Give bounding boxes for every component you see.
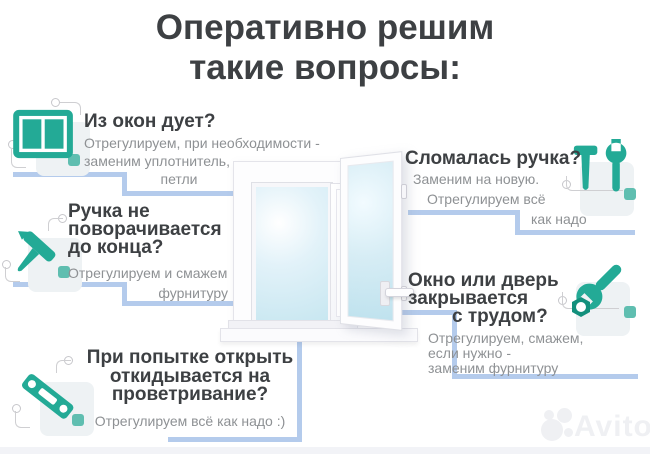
issue-heading-line: до конца? — [68, 237, 164, 258]
window-illustration — [220, 148, 422, 348]
connector-line — [408, 210, 520, 215]
issue-card-tilts-when-opening: При попытке открыть откидывается на пров… — [84, 347, 296, 429]
circuit-wire — [60, 102, 81, 115]
avito-watermark: Avito — [524, 398, 650, 452]
issue-card-hard-to-close: Окно или дверь закрывается с трудом? Отр… — [408, 270, 598, 376]
issue-body-line: петли — [160, 171, 198, 187]
page-title: Оперативно решим такие вопросы: — [0, 8, 650, 88]
page-title-line: Оперативно решим — [155, 8, 495, 47]
issue-heading-line: проветривание? — [111, 384, 269, 405]
hammer-wrench-icon — [573, 139, 627, 192]
connector-line — [122, 282, 127, 306]
connector-line — [122, 301, 235, 306]
issue-heading: Окно или дверь закрывается с трудом? — [408, 270, 598, 327]
issue-heading: Ручка не поворачивается до конца? — [68, 201, 244, 258]
connector-line — [297, 330, 302, 442]
issue-body-line: Отрегулируем всё — [427, 191, 546, 207]
teal-dot — [624, 188, 636, 200]
avito-logo-icon — [564, 428, 573, 437]
issue-heading: Из окон дует? — [84, 111, 216, 132]
circuit-wire — [48, 218, 63, 231]
issue-heading-line: с трудом? — [452, 306, 548, 327]
connector-line — [122, 172, 127, 196]
icon-cluster — [12, 356, 100, 444]
icon-cluster — [560, 136, 648, 224]
issue-body-line: Отрегулируем и смажем — [68, 265, 228, 281]
icon-cluster — [2, 210, 90, 298]
issue-body: Отрегулируем всё как надо :) — [84, 413, 296, 429]
issue-body-line: как надо — [531, 211, 587, 227]
hammer-icon — [17, 231, 56, 272]
icon-cluster — [8, 96, 96, 184]
connector-line — [400, 310, 457, 315]
circuit-node — [51, 98, 60, 107]
spirit-level-icon — [22, 374, 74, 419]
connector-line — [515, 210, 520, 235]
sash-hinge — [401, 184, 407, 199]
issue-body-line: если нужно - — [428, 345, 511, 361]
page-title-line: такие вопросы: — [189, 48, 461, 87]
issue-heading-line: Ручка не — [68, 201, 150, 222]
issue-body-line: заменим фурнитуру — [428, 360, 559, 376]
avito-logo-icon — [541, 419, 563, 441]
issue-heading-line: откидывается на — [109, 365, 271, 387]
avito-logo-icon — [544, 410, 554, 420]
icon-cluster — [556, 256, 644, 344]
issue-card-broken-handle: Сломалась ручка? Заменим на новую. Отрег… — [405, 148, 605, 229]
issue-body-line: Отрегулируем всё как надо :) — [94, 412, 286, 429]
issue-body: Отрегулируем, смажем, если нужно - замен… — [428, 331, 598, 376]
adjustable-wrench-icon — [572, 264, 622, 317]
circuit-wire — [56, 360, 71, 373]
teal-dot — [624, 306, 636, 318]
issue-heading: При попытке открыть откидывается на пров… — [84, 347, 296, 405]
issue-body: Отрегулируем и смажем фурнитуру — [68, 263, 244, 303]
avito-logo-icon — [557, 408, 572, 423]
window-handle — [385, 288, 414, 297]
window-glass — [251, 182, 333, 330]
issue-heading-line: поворачивается — [68, 219, 222, 240]
issue-body: Заменим на новую. Отрегулируем всё как н… — [405, 169, 605, 229]
issue-card-window-draft: Из окон дует? Отрегулируем, при необходи… — [84, 109, 334, 188]
window-icon — [13, 109, 73, 159]
window-sill — [220, 328, 418, 342]
connector-line — [122, 191, 235, 196]
issue-body: Отрегулируем, при необходимости - замени… — [84, 134, 334, 188]
circuit-wire — [11, 149, 26, 168]
teal-dot — [58, 266, 70, 278]
connector-line — [452, 310, 457, 379]
issue-heading-line: При попытке открыть — [86, 347, 294, 368]
issue-body-line: Заменим на новую. — [413, 171, 540, 187]
bottom-band — [0, 447, 650, 454]
avito-wordmark: Avito — [574, 410, 650, 443]
connector-line — [452, 374, 638, 379]
issue-body-line: Отрегулируем, при необходимости - — [84, 135, 320, 151]
connector-line — [515, 230, 635, 235]
issue-body-line: Отрегулируем, смажем, — [428, 330, 584, 346]
issue-card-handle-not-turning: Ручка не поворачивается до конца? Отрегу… — [68, 201, 244, 303]
issue-heading-line: закрывается — [408, 288, 529, 309]
open-sash — [340, 151, 403, 331]
connector-line — [168, 437, 302, 442]
teal-dot — [68, 154, 80, 166]
issue-heading: Сломалась ручка? — [405, 148, 582, 169]
issue-heading-line: Окно или дверь — [408, 270, 559, 291]
circuit-wire — [566, 176, 623, 191]
issue-body-line: заменим уплотнитель, — [84, 153, 230, 169]
circuit-wire — [5, 267, 20, 282]
issue-body-line: фурнитуру — [158, 285, 228, 301]
teal-dot — [72, 414, 84, 426]
circuit-wire — [15, 411, 30, 428]
